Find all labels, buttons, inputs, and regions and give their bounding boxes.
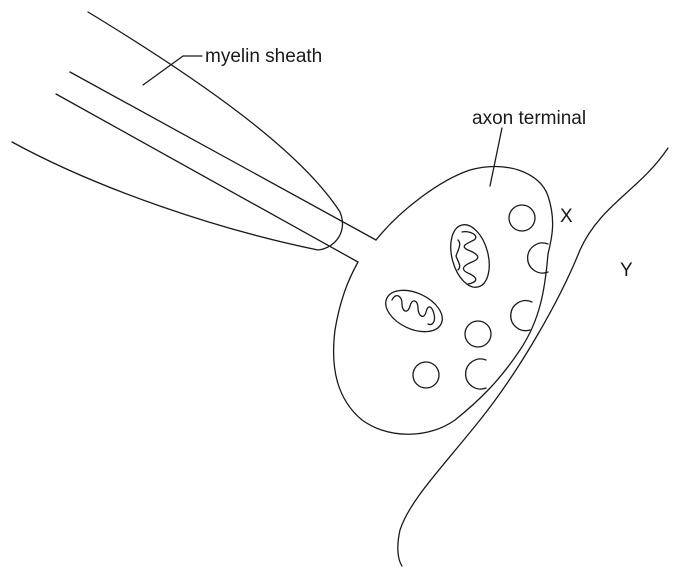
axon-terminal bbox=[334, 166, 553, 434]
axon bbox=[56, 72, 376, 262]
mitochondrion-lower bbox=[379, 282, 449, 340]
vesicle bbox=[509, 205, 535, 231]
myelin-sheath-label: myelin sheath bbox=[205, 46, 322, 67]
fusing-vesicles bbox=[466, 243, 548, 389]
label-x: X bbox=[560, 206, 573, 227]
fusing-vesicle bbox=[466, 359, 486, 389]
myelin-leader-line bbox=[143, 56, 202, 85]
fusing-vesicle bbox=[511, 301, 532, 331]
axon-terminal-label: axon terminal bbox=[472, 108, 586, 129]
label-y: Y bbox=[620, 260, 633, 281]
vesicle bbox=[465, 321, 491, 347]
vesicle bbox=[413, 362, 439, 388]
terminal-leader-line bbox=[490, 128, 502, 186]
fusing-vesicle bbox=[528, 243, 548, 273]
mitochondrion-upper bbox=[444, 220, 495, 291]
